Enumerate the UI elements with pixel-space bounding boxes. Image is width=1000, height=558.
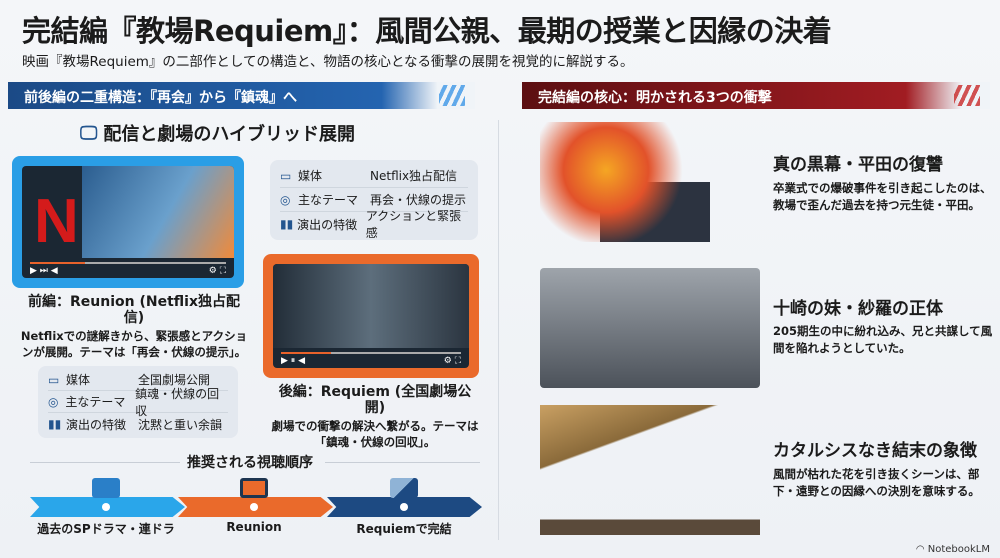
part1-title: 前編：Reunion (Netflix独占配信) bbox=[28, 294, 240, 326]
step-dot bbox=[102, 503, 110, 511]
core-item-desc: 205期生の中に紛れ込み、兄と共謀して風間を陥れようとしていた。 bbox=[773, 324, 993, 355]
page-title: 完結編『教場Requiem』：風間公親、最期の授業と因縁の決着 bbox=[22, 14, 832, 48]
row-key: 媒体 bbox=[298, 169, 323, 183]
explosion-hirata-illustration bbox=[540, 122, 760, 242]
part2-caption: 後編：Requiem (全国劇場公開)劇場での衝撃の解決へ繋がる。テーマは「鎮魂… bbox=[270, 384, 480, 450]
police-action-image bbox=[82, 166, 234, 258]
hybrid-heading-text: 配信と劇場のハイブリッド展開 bbox=[103, 124, 355, 145]
part2-desc: 劇場での衝撃の解決へ繋がる。テーマは「鎮魂・伏線の回収」。 bbox=[271, 419, 479, 449]
order-step-label: Reunion bbox=[226, 520, 282, 534]
target-icon: ◎ bbox=[280, 192, 291, 207]
target-icon: ◎ bbox=[48, 394, 59, 409]
play-controls-icon: ▶ ⏸ ◀ bbox=[281, 356, 306, 366]
order-step-label: 過去のSPドラマ・連ドラ bbox=[37, 522, 175, 536]
row-key: 演出の特徴 bbox=[297, 217, 358, 232]
row-key: 主なテーマ bbox=[65, 395, 126, 409]
section-banner-core: 完結編の核心：明かされる3つの衝撃 bbox=[522, 82, 990, 109]
core-item-title: カタルシスなき結末の象徴 bbox=[773, 441, 977, 461]
tv-drama-icon bbox=[92, 478, 120, 498]
masked-woman-illustration bbox=[540, 268, 760, 388]
stripes-decoration bbox=[439, 85, 465, 106]
netflix-player-illustration: N ▶ ⏭ ◀ ⚙ ⛶ bbox=[12, 156, 244, 288]
row-key: 媒体 bbox=[66, 373, 91, 387]
audience-icon: ▮▮ bbox=[280, 217, 294, 231]
divider bbox=[498, 120, 499, 540]
part1-desc: Netflixでの謎解きから、緊張感とアクションが展開。テーマは「再会・伏線の提… bbox=[20, 329, 248, 359]
order-step-label: Requiemで完結 bbox=[356, 522, 452, 536]
core-item-title: 十崎の妹・紗羅の正体 bbox=[773, 299, 943, 319]
row-value: 鎮魂・伏線の回収 bbox=[135, 386, 220, 418]
row-key: 主なテーマ bbox=[298, 193, 359, 207]
core-item-desc: 風間が枯れた花を引き抜くシーンは、部下・遠野との因縁への決別を意味する。 bbox=[773, 467, 980, 498]
part1-info-table: ▭ 媒体 Netflix独占配信 ◎ 主なテーマ再会・伏線の提示 ▮▮演出の特徴アクシ… bbox=[270, 160, 478, 240]
row-value: 再会・伏線の提示 bbox=[370, 193, 467, 207]
film-play-icon bbox=[240, 478, 268, 498]
theater-player-illustration: ▶ ⏸ ◀ ⚙ ⛶ bbox=[263, 254, 479, 378]
divider bbox=[30, 462, 180, 463]
banner-label: 完結編の核心：明かされる3つの衝撃 bbox=[538, 90, 772, 106]
divider bbox=[325, 462, 480, 463]
step-dot bbox=[250, 503, 258, 511]
part1-caption: 前編：Reunion (Netflix独占配信)Netflixでの謎解きから、緊… bbox=[20, 294, 248, 360]
banner-label: 前後編の二重構造：『再会』から『鎮魂』へ bbox=[24, 90, 297, 106]
stripes-decoration bbox=[954, 85, 980, 106]
section-banner-structure: 前後編の二重構造：『再会』から『鎮魂』へ bbox=[8, 82, 475, 109]
audience-icon: ▮▮ bbox=[48, 417, 62, 431]
part2-title: 後編：Requiem (全国劇場公開) bbox=[278, 384, 472, 416]
viewing-order-title: 推奨される視聴順序 bbox=[187, 455, 313, 471]
core-item-title: 真の黒幕・平田の復讐 bbox=[773, 155, 943, 175]
devices-icon: 🖵 bbox=[80, 122, 98, 144]
page-subtitle: 映画『教場Requiem』の二部作としての構造と、物語の核心となる衝撃の展開を視… bbox=[22, 54, 634, 70]
settings-icon: ⚙ ⛶ bbox=[443, 356, 461, 366]
projector-man-image bbox=[273, 264, 469, 348]
row-key: 演出の特徴 bbox=[66, 417, 127, 432]
monitor-icon: ▭ bbox=[280, 168, 292, 183]
notebooklm-icon: ◠ bbox=[915, 544, 928, 555]
notebooklm-brand: ◠ NotebookLM bbox=[916, 544, 990, 555]
monitor-icon: ▭ bbox=[48, 372, 60, 387]
withered-flower-illustration bbox=[540, 405, 760, 535]
netflix-logo: N bbox=[34, 187, 79, 256]
requiem-icon bbox=[390, 478, 418, 498]
row-value: アクションと緊張感 bbox=[365, 209, 462, 240]
row-value: 沈黙と重い余韻 bbox=[138, 417, 223, 432]
play-controls-icon: ▶ ⏭ ◀ bbox=[30, 266, 58, 276]
core-item-desc: 卒業式での爆破事件を引き起こしたのは、教場で歪んだ過去を持つ元生徒・平田。 bbox=[773, 181, 992, 212]
brand-text: NotebookLM bbox=[927, 544, 990, 555]
row-value: 全国劇場公開 bbox=[138, 373, 211, 387]
row-value: Netflix独占配信 bbox=[370, 169, 458, 183]
hybrid-heading: 🖵配信と劇場のハイブリッド展開 bbox=[80, 120, 355, 146]
step-dot bbox=[400, 503, 408, 511]
part2-info-table: ▭ 媒体 全国劇場公開 ◎ 主なテーマ鎮魂・伏線の回収 ▮▮ 演出の特徴沈黙と重い余韻 bbox=[38, 366, 238, 438]
settings-icon: ⚙ ⛶ bbox=[208, 266, 226, 276]
